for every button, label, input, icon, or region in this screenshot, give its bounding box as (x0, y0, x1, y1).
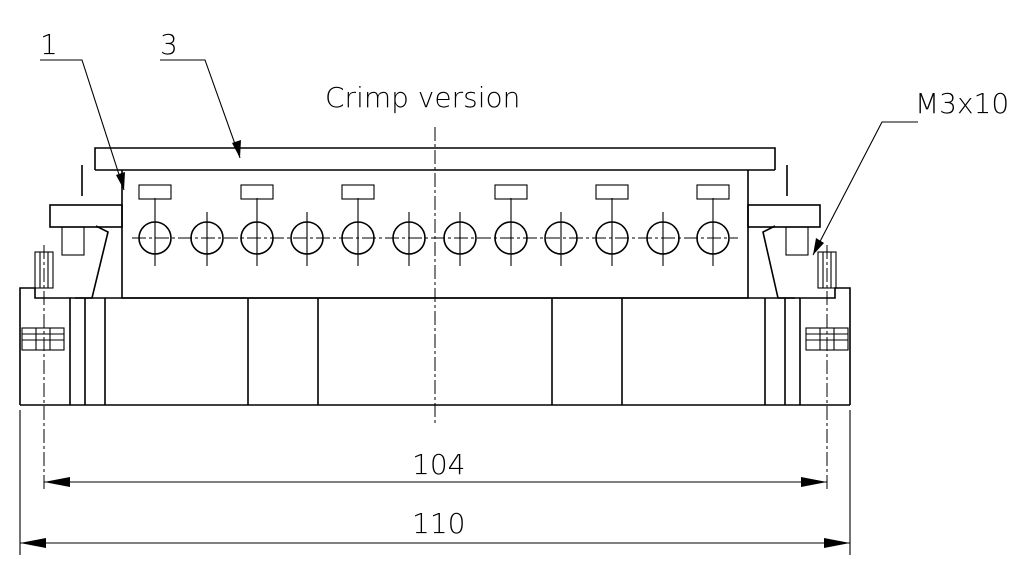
coding-marker (240, 184, 274, 200)
dimension-104-label: 104 (412, 448, 465, 481)
left-screw (21, 245, 65, 490)
callout-1-label: 1 (40, 28, 58, 61)
contact-row (138, 184, 730, 266)
dimension-110 (19, 410, 851, 555)
dimension-110-label: 110 (412, 507, 465, 540)
callout-3-leader (160, 59, 241, 159)
coding-marker (494, 184, 528, 200)
screw-label: M3x10 (915, 87, 1009, 120)
right-screw (805, 245, 849, 490)
coding-marker (595, 184, 629, 200)
coding-marker (138, 184, 172, 200)
coding-marker (341, 184, 375, 200)
screw-leader (812, 121, 918, 256)
callout-3-label: 3 (160, 28, 178, 61)
dimension-104 (44, 477, 827, 487)
drawing-title: Crimp version (325, 81, 520, 114)
callout-1-leader (40, 59, 125, 191)
coding-marker (696, 184, 730, 200)
